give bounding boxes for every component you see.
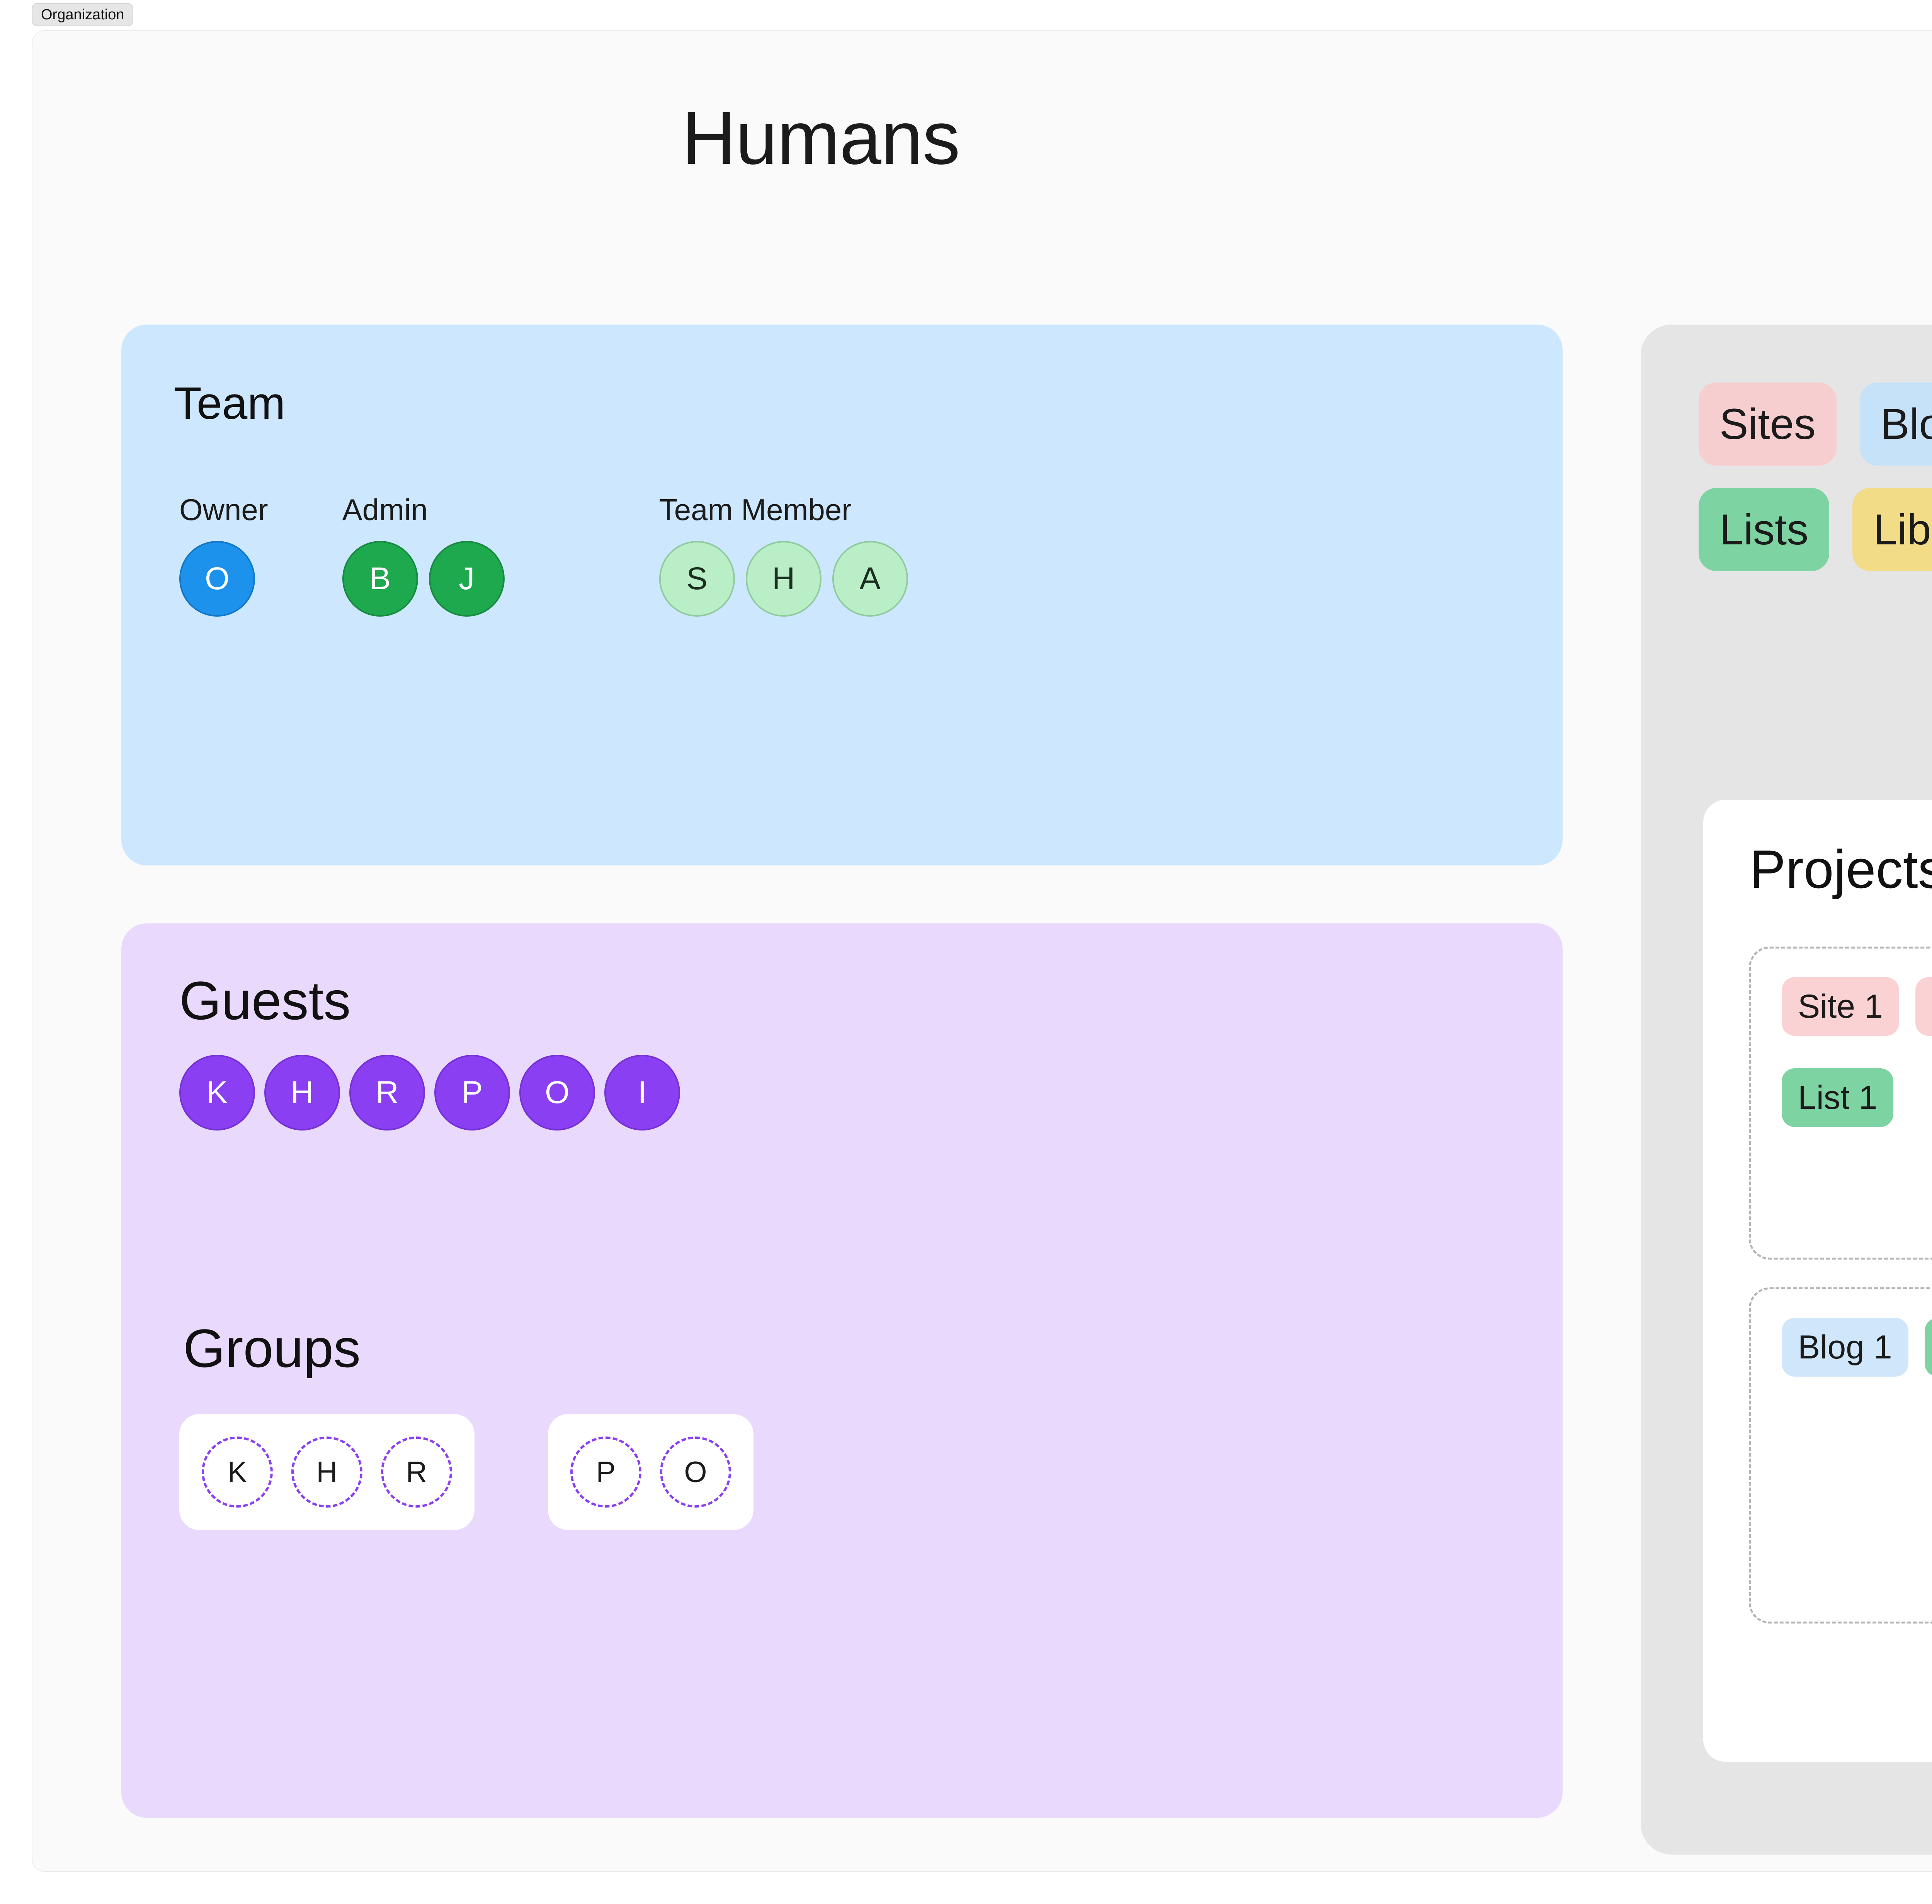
avatar-guest-o[interactable]: O: [519, 1055, 595, 1130]
resources-panel: Sites Blogs Forms Lists Libraries Projec…: [1640, 325, 1932, 1855]
group-1-member-h[interactable]: H: [291, 1436, 362, 1508]
humans-column: Humans Team Owner O Admin B: [32, 31, 1609, 1871]
project-group-2[interactable]: Blog 1 List 2: [1748, 1287, 1932, 1624]
guests-panel: Guests K H R P O I Groups K H R: [121, 923, 1563, 1818]
avatar-guest-k[interactable]: K: [179, 1055, 255, 1130]
guests-panel-title: Guests: [179, 970, 351, 1031]
role-label-owner: Owner: [179, 493, 268, 527]
group-card-2[interactable]: P O: [548, 1414, 753, 1530]
projects-card: Projects Site 1 Site 2 Library 1 List 1 …: [1703, 800, 1932, 1762]
group-cards: K H R P O: [179, 1414, 753, 1530]
resources-title: Resources: [1609, 100, 1932, 176]
role-label-admin: Admin: [342, 493, 428, 527]
resource-chip-rows: Sites Blogs Forms Lists Libraries: [1698, 382, 1932, 571]
team-panel: Team Owner O Admin B J: [121, 325, 1563, 865]
role-avatars-admin: B J: [342, 541, 505, 617]
project-group-1[interactable]: Site 1 Site 2 Library 1 List 1: [1748, 947, 1932, 1260]
chip-libraries[interactable]: Libraries: [1852, 488, 1932, 571]
organization-frame: Humans Team Owner O Admin B: [32, 30, 1932, 1872]
avatar-member-s[interactable]: S: [659, 541, 735, 617]
avatar-admin-b[interactable]: B: [342, 541, 418, 617]
humans-title: Humans: [681, 96, 960, 180]
project-groups: Site 1 Site 2 Library 1 List 1 Blog 1 Li…: [1748, 947, 1932, 1624]
role-block-owner: Owner O: [179, 495, 268, 617]
resource-chip-row-1: Sites Blogs Forms: [1698, 382, 1932, 466]
project-chip-site-2[interactable]: Site 2: [1915, 977, 1932, 1036]
role-avatars-owner: O: [179, 541, 268, 617]
project-chip-blog-1[interactable]: Blog 1: [1781, 1318, 1908, 1377]
chip-blogs[interactable]: Blogs: [1859, 382, 1932, 466]
avatar-guest-h[interactable]: H: [264, 1055, 340, 1130]
organization-tag: Organization: [32, 3, 134, 26]
avatar-guest-i[interactable]: I: [604, 1055, 680, 1130]
resource-chip-row-2: Lists Libraries: [1698, 488, 1932, 571]
columns-wrapper: Humans Team Owner O Admin B: [32, 31, 1932, 1871]
group-1-member-k[interactable]: K: [202, 1436, 273, 1508]
group-2-member-p[interactable]: P: [570, 1436, 641, 1508]
team-roles: Owner O Admin B J Team Member: [179, 495, 908, 617]
group-2-member-o[interactable]: O: [660, 1436, 731, 1508]
role-block-admin: Admin B J: [342, 495, 505, 617]
projects-card-title: Projects: [1749, 839, 1932, 899]
group-card-1[interactable]: K H R: [179, 1414, 474, 1530]
avatar-owner-o[interactable]: O: [179, 541, 255, 617]
chip-sites[interactable]: Sites: [1698, 382, 1837, 466]
role-avatars-team-member: S H A: [659, 541, 908, 617]
guest-avatars-row: K H R P O I: [179, 1055, 680, 1130]
project-chip-list-2[interactable]: List 2: [1924, 1318, 1932, 1377]
resources-column: Resources Sites Blogs Forms Lists Librar…: [1609, 31, 1932, 1871]
role-block-team-member: Team Member S H A: [659, 495, 908, 617]
group-1-member-r[interactable]: R: [381, 1436, 452, 1508]
avatar-admin-j[interactable]: J: [429, 541, 505, 617]
avatar-guest-r[interactable]: R: [349, 1055, 425, 1130]
groups-title: Groups: [183, 1318, 361, 1379]
project-chip-site-1[interactable]: Site 1: [1781, 977, 1899, 1036]
chip-lists[interactable]: Lists: [1698, 488, 1830, 571]
avatar-guest-p[interactable]: P: [434, 1055, 510, 1130]
avatar-member-h[interactable]: H: [745, 541, 821, 617]
team-panel-title: Team: [174, 378, 286, 429]
avatar-member-a[interactable]: A: [832, 541, 908, 617]
role-label-team-member: Team Member: [659, 493, 852, 527]
project-chip-list-1[interactable]: List 1: [1781, 1068, 1894, 1127]
